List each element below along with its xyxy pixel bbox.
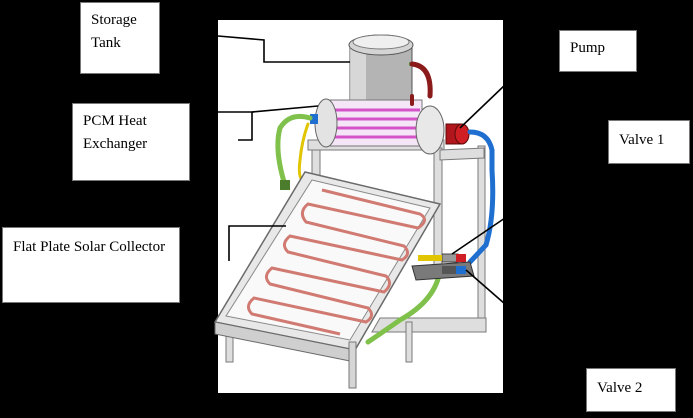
valve-2	[411, 261, 475, 281]
flat-plate-solar-collector	[213, 171, 442, 389]
pcm-heat-exchanger-label: PCM Heat Exchanger	[72, 103, 190, 181]
storage-tank-label: Storage Tank	[80, 2, 160, 74]
valve-2-label: Valve 2	[586, 368, 676, 412]
pump-label: Pump	[559, 30, 637, 72]
valve-1	[418, 253, 466, 263]
flat-plate-collector-label: Flat Plate Solar Collector	[2, 227, 180, 303]
piping	[275, 61, 496, 345]
valve-1-label: Valve 1	[608, 120, 690, 164]
pcm-heat-exchanger	[310, 98, 445, 155]
pump	[445, 123, 470, 145]
collector-coil	[247, 188, 426, 336]
pointer-lines	[190, 35, 507, 305]
